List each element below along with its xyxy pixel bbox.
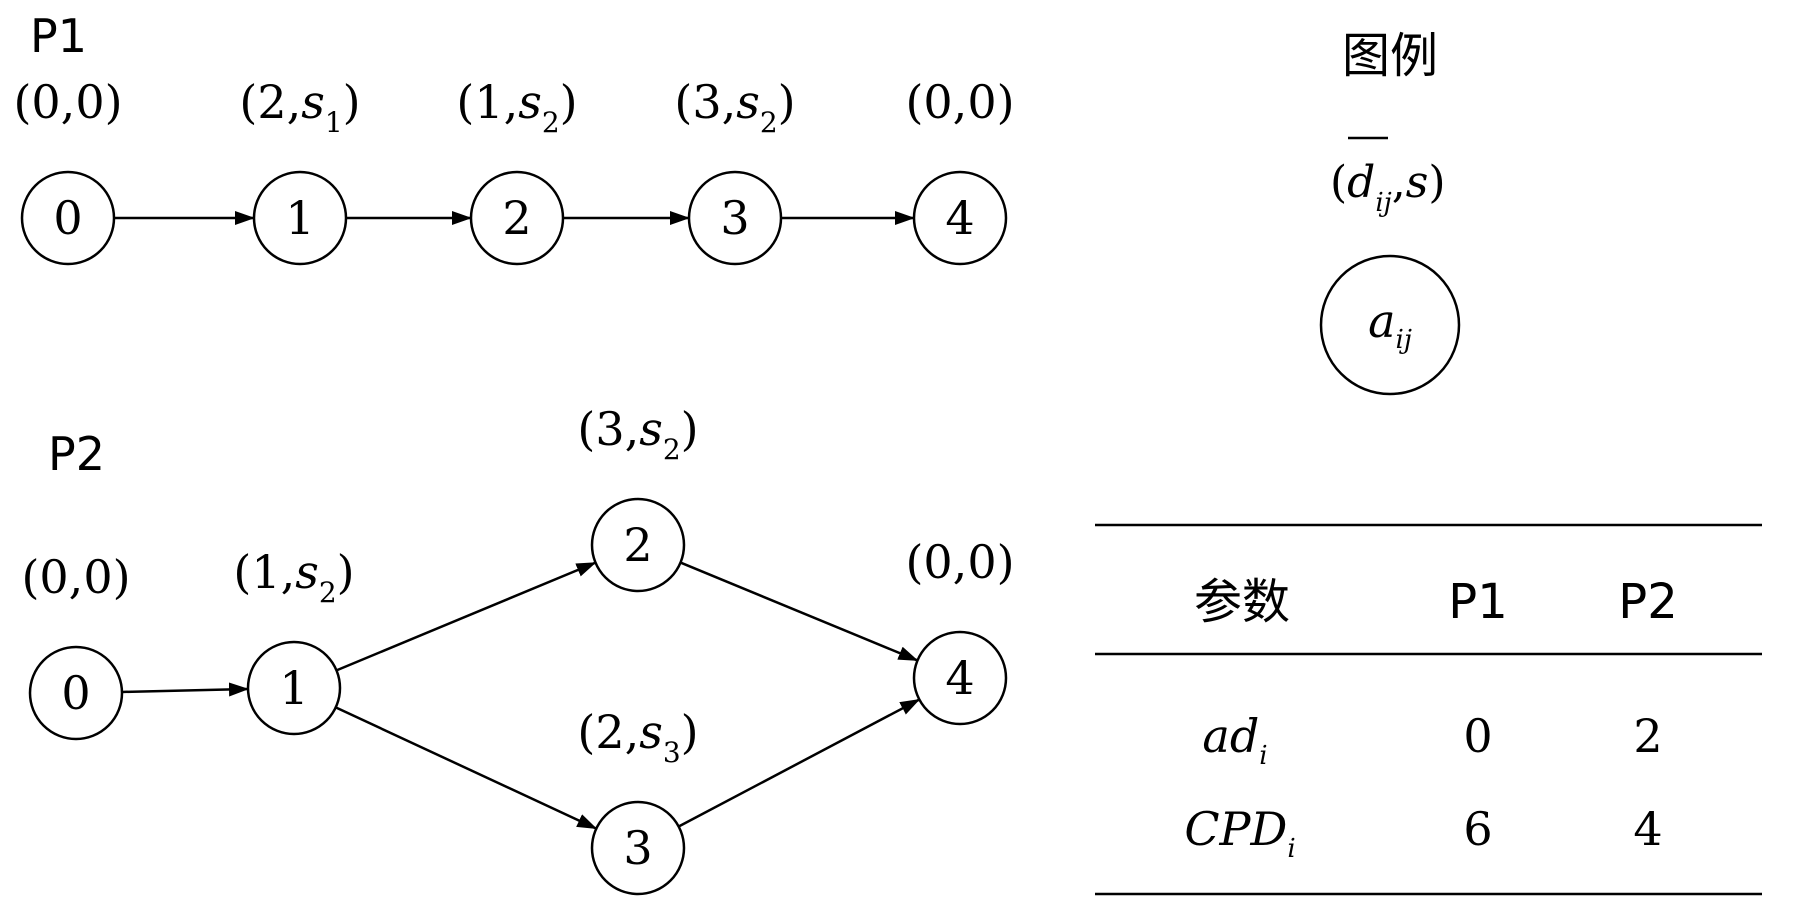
p2-node-4-label: 4 bbox=[945, 651, 974, 705]
p2-title: P2 bbox=[48, 427, 105, 481]
p2-node-1-label: 1 bbox=[279, 661, 308, 715]
table-row-cpd-p1: 6 bbox=[1463, 802, 1492, 856]
table-header-param: 参数 bbox=[1194, 574, 1290, 630]
table-header-p1: P1 bbox=[1448, 574, 1507, 630]
p1-node-2 bbox=[469, 170, 565, 266]
p1-node-0-duration-label: (0,0) bbox=[13, 75, 122, 129]
p2-node-0 bbox=[28, 645, 124, 741]
table-row-ad-label: adi bbox=[1202, 709, 1267, 771]
p2-node-3-label: 3 bbox=[623, 821, 652, 875]
p2-edge-3-4 bbox=[678, 698, 921, 828]
legend-node bbox=[1319, 254, 1461, 396]
p2-network: 0 (0,0) 1 (1,s2) 2 (3,s2) 3 (2,s3) 4 (0,0) bbox=[21, 402, 1015, 896]
p1-node-3-label: 3 bbox=[720, 191, 749, 245]
p1-node-3 bbox=[687, 170, 783, 266]
legend-node-label: aij bbox=[1368, 294, 1412, 355]
legend-node-a: a bbox=[1368, 294, 1395, 348]
p1-node-1 bbox=[252, 170, 348, 266]
legend-d: d bbox=[1347, 157, 1375, 208]
p1-node-4 bbox=[912, 170, 1008, 266]
legend-label-text: (dij,s) bbox=[1330, 157, 1446, 218]
p2-edge-1-2 bbox=[335, 561, 597, 672]
table-row-cpd-label: CPDi bbox=[1184, 802, 1295, 864]
p2-node-2-label: 2 bbox=[623, 518, 652, 572]
p2-edge-2-4 bbox=[680, 561, 919, 662]
p2-node-1 bbox=[246, 640, 342, 736]
legend-s: s bbox=[1406, 157, 1429, 208]
p2-node-0-duration-label: (0,0) bbox=[21, 550, 130, 604]
p1-node-1-duration-label: (2,s1) bbox=[239, 75, 360, 139]
legend-node-a-sub: ij bbox=[1396, 325, 1412, 355]
p2-edge-0-1 bbox=[121, 682, 250, 697]
p1-node-4-label: 4 bbox=[945, 191, 974, 245]
p1-node-2-duration-label: (1,s2) bbox=[456, 75, 577, 139]
p1-network: 0 (0,0) 1 (2,s1) 2 (1,s2) 3 (3,s2) 4 (0,0) bbox=[13, 75, 1015, 266]
p1-node-4-duration-label: (0,0) bbox=[905, 75, 1014, 129]
p2-node-3 bbox=[590, 800, 686, 896]
p1-node-2-label: 2 bbox=[502, 191, 531, 245]
p1-node-1-label: 1 bbox=[285, 191, 314, 245]
table-row-cpd-p2: 4 bbox=[1633, 802, 1662, 856]
table-row-ad-p2: 2 bbox=[1633, 709, 1662, 763]
p2-node-3-duration-label: (2,s3) bbox=[577, 705, 698, 769]
p1-node-0 bbox=[20, 170, 116, 266]
p2-node-2-duration-label: (3,s2) bbox=[577, 402, 698, 466]
table-row-ad-p1: 0 bbox=[1463, 709, 1492, 763]
p2-node-1-duration-label: (1,s2) bbox=[233, 545, 354, 609]
p2-node-4 bbox=[912, 630, 1008, 726]
p1-title: P1 bbox=[30, 9, 87, 63]
p2-edge-1-3 bbox=[335, 706, 598, 830]
p2-node-2 bbox=[590, 497, 686, 593]
p2-node-0-label: 0 bbox=[61, 666, 90, 720]
parameter-table: 参数 P1 P2 adi 0 2 CPDi 6 4 bbox=[1095, 523, 1762, 896]
p1-node-3-duration-label: (3,s2) bbox=[674, 75, 795, 139]
p2-node-4-duration-label: (0,0) bbox=[905, 535, 1014, 589]
p1-node-0-label: 0 bbox=[53, 191, 82, 245]
legend-title: 图例 bbox=[1342, 28, 1438, 84]
legend-d-sub: ij bbox=[1375, 188, 1391, 218]
table-header-p2: P2 bbox=[1618, 574, 1677, 630]
legend-label: (dij,s) bbox=[1330, 136, 1446, 218]
